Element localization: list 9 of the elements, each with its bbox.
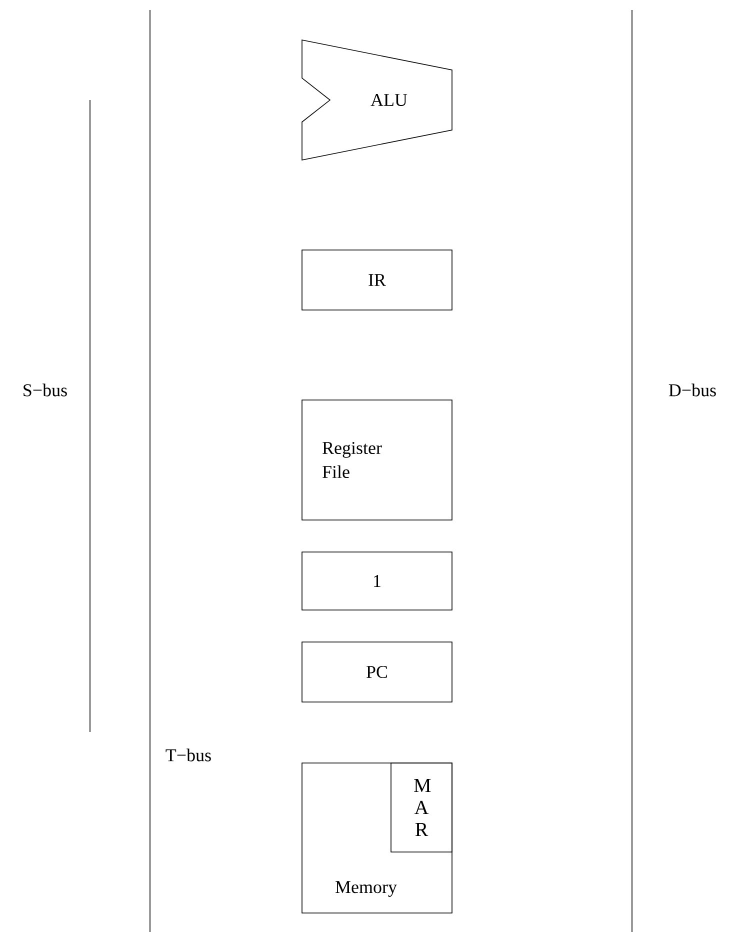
register-box: 1 xyxy=(302,552,452,610)
bus-label: D−bus xyxy=(668,384,716,396)
register-box: Register File xyxy=(302,400,452,520)
alu-block: ALU xyxy=(302,40,452,160)
bus-label: T−bus xyxy=(166,748,211,762)
register-box: M A R xyxy=(390,762,452,852)
bus-label: S−bus xyxy=(24,384,67,396)
register-box: PC xyxy=(302,642,452,702)
register-box: IR xyxy=(302,250,452,310)
